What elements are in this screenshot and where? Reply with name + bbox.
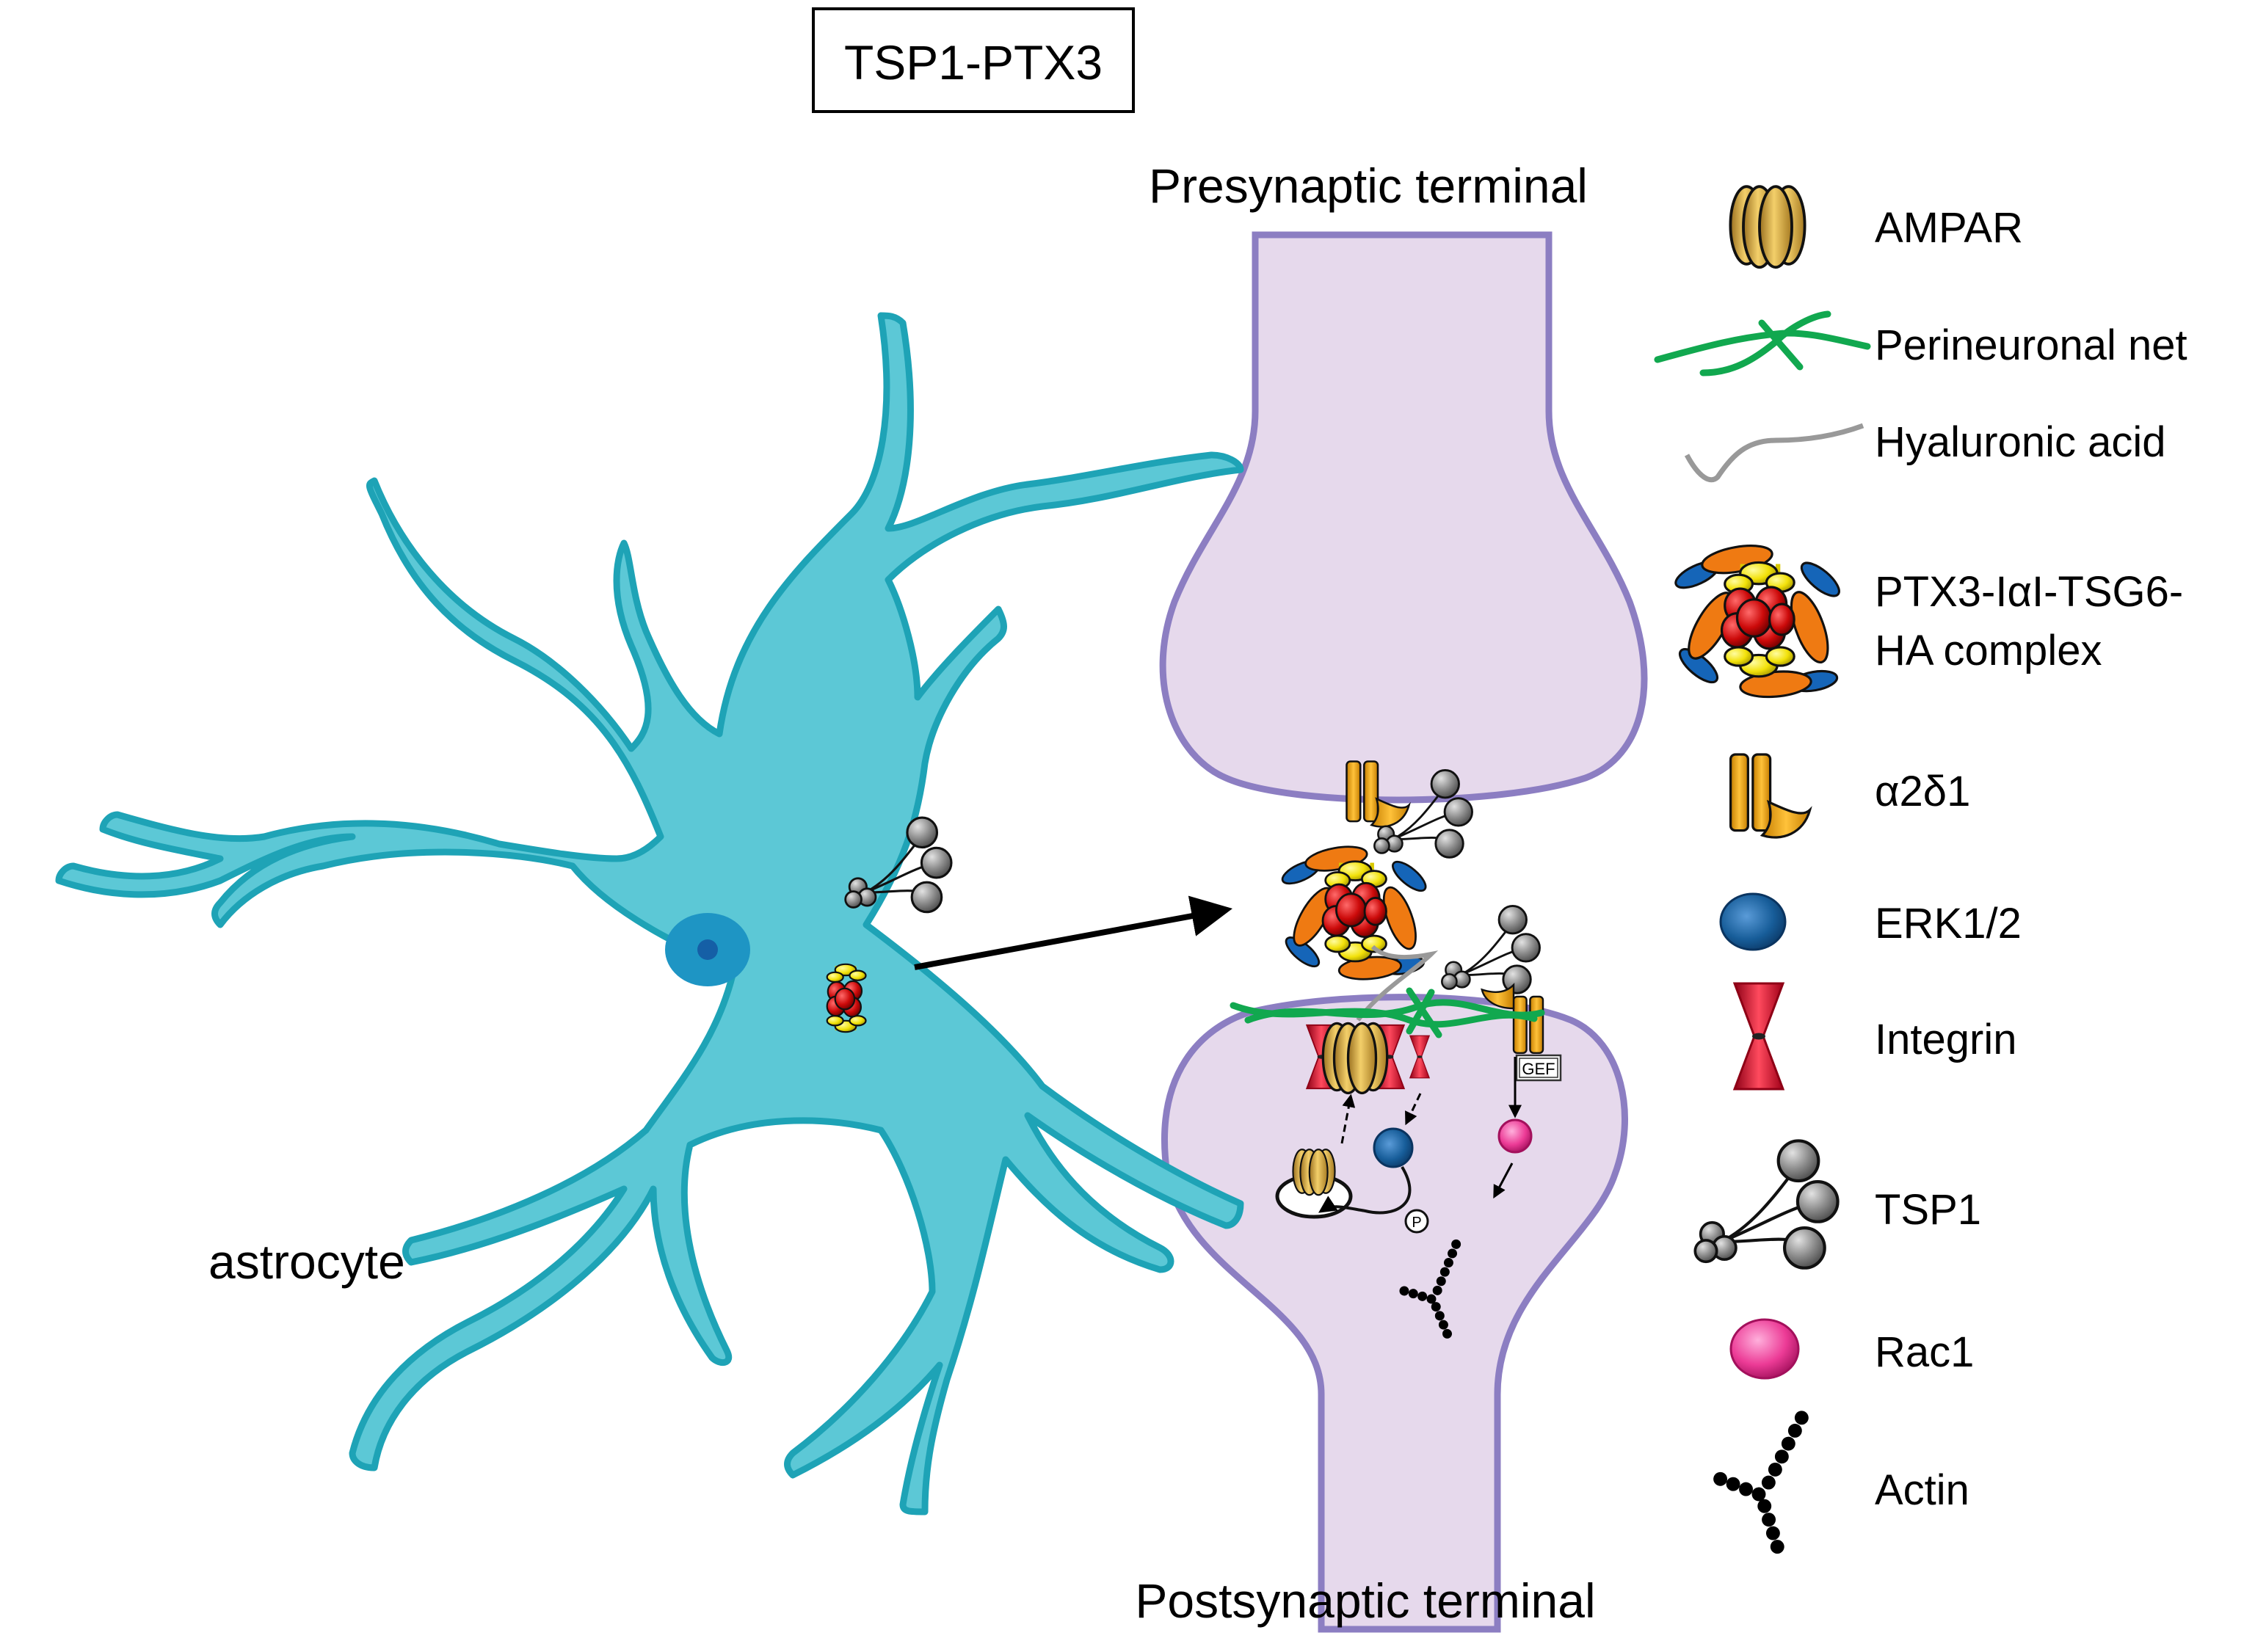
legend-label-hyaluronic-acid: Hyaluronic acid: [1875, 418, 2166, 466]
legend-label-ampar: AMPAR: [1875, 204, 2023, 252]
secretion-arrow: [914, 895, 1233, 970]
phospho-label: P: [1412, 1215, 1421, 1231]
legend-label-ptx3-line1: PTX3-IαI-TSG6-: [1875, 568, 2183, 616]
presynaptic-label: Presynaptic terminal: [1149, 159, 1588, 213]
postsynaptic-label: Postsynaptic terminal: [1135, 1573, 1595, 1628]
astrocyte-label: astrocyte: [208, 1234, 405, 1289]
legend-label-perineuronal-net: Perineuronal net: [1875, 321, 2187, 369]
synaptic-ptx3-icon: [1278, 841, 1431, 983]
legend-label-rac1: Rac1: [1875, 1328, 1974, 1376]
tsp1-icon: [1695, 1140, 1837, 1267]
rac1-icon-postsynaptic: [1497, 1118, 1533, 1154]
hyaluronic-acid-icon: [1684, 423, 1864, 483]
perineuronal-net-icon: [1654, 310, 1871, 376]
alpha2delta1-icon: [1729, 753, 1812, 839]
erk-icon-postsynaptic: [1373, 1127, 1414, 1168]
integrin-icon: [1733, 982, 1784, 1091]
figure-title: TSP1-PTX3: [844, 35, 1103, 90]
erk-activation-arrow: [1405, 1093, 1422, 1126]
ampar-icon: [1729, 185, 1806, 269]
presynaptic-terminal: [1159, 231, 1648, 804]
postsynaptic-ampar-icon: [1321, 1022, 1389, 1095]
gef-box: GEF: [1515, 1054, 1562, 1082]
legend-label-erk: ERK1/2: [1875, 900, 2022, 947]
erk-phosphorylation-arc: [1318, 1165, 1412, 1215]
postsynaptic-terminal: [1161, 994, 1628, 1633]
astrocyte-nucleolus: [697, 939, 718, 960]
synapse: [1159, 231, 1648, 1633]
postsynaptic-tsp1-icon: [1440, 905, 1541, 994]
cleft-perineuronal-net: [1230, 987, 1545, 1038]
legend-label-alpha2delta1: α2δ1: [1875, 768, 1970, 815]
legend: AMPAR Perineuronal net Hyaluronic acid P…: [1654, 185, 2187, 1559]
legend-label-integrin: Integrin: [1875, 1016, 2016, 1063]
cleft-hyaluronic-acid: [1356, 945, 1439, 1022]
phospho-badge: [1404, 1209, 1429, 1234]
rac1-icon: [1729, 1318, 1800, 1380]
legend-label-tsp1: TSP1: [1875, 1186, 1981, 1234]
legend-label-ptx3-line2: HA complex: [1875, 627, 2102, 674]
astrocyte-body: [55, 312, 1244, 1515]
rac1-to-actin-arrow: [1493, 1162, 1514, 1199]
title-box: TSP1-PTX3: [812, 7, 1135, 113]
gef-label: GEF: [1522, 1060, 1555, 1078]
actin-icon: [1707, 1410, 1820, 1559]
erk-icon: [1719, 892, 1787, 951]
legend-label-actin: Actin: [1875, 1466, 1969, 1514]
ptx3-complex-icon: [1671, 539, 1845, 701]
astrocyte-cell: [55, 312, 1244, 1515]
astrocyte-ptx3-icon: [826, 963, 867, 1033]
ampar-trafficking-arrow: [1340, 1094, 1356, 1144]
